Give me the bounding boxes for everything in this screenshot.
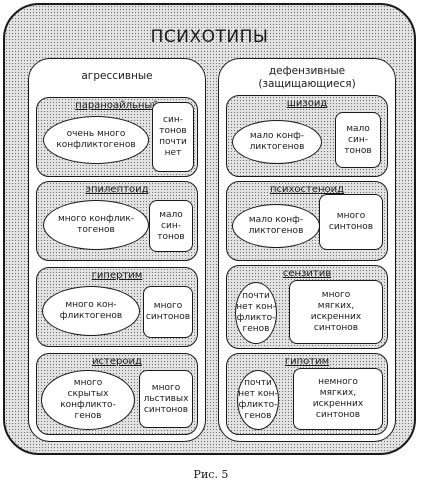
type-psychostenoid: психостеноид мало конф- ликтогенов много… (226, 181, 388, 261)
syntons-box: много синтонов (143, 286, 193, 338)
type-name: гипотим (284, 356, 330, 367)
group-title: агрессивные (81, 70, 153, 82)
type-paranoial: параноайльный очень много конфликтогенов… (36, 97, 198, 177)
type-hysteroid: истероид много скрытых конфликто- генов … (36, 353, 198, 435)
syntons-box: немного мягких, искренних синтонов (293, 368, 383, 430)
type-name: истероид (92, 356, 142, 367)
type-epileptoid: эпилептоид много конфлик- тогенов мало с… (36, 181, 198, 261)
group-aggressive: агрессивные параноайльный очень много ко… (28, 58, 206, 442)
syntons-box: много синтонов (319, 194, 383, 250)
conflictogens-oval: много конфлик- тогенов (43, 200, 149, 250)
conflictogens-oval: много скрытых конфликто- генов (41, 370, 135, 430)
syntons-box: мало син- тонов (335, 112, 381, 168)
syntons-box: много льстивых синтонов (139, 370, 193, 428)
conflictogens-oval: много кон- фликтогенов (42, 286, 140, 336)
type-name: сензитив (282, 268, 332, 279)
syntons-box: мало син- тонов (149, 200, 193, 252)
type-schizoid: шизоид мало конф- ликтогенов мало син- т… (226, 95, 388, 177)
type-name: психостеноид (269, 184, 345, 195)
type-hypotim: гипотим почти нет кон- фликто- генов нем… (226, 353, 388, 435)
conflictogens-oval: почти нет кон- фликто- генов (235, 282, 277, 344)
figure-caption: Рис. 5 (193, 468, 229, 481)
type-sensitive: сензитив почти нет кон- фликто- генов мн… (226, 265, 388, 349)
diagram-title: ПСИХОТИПЫ (150, 27, 269, 47)
type-name: эпилептоид (85, 184, 149, 195)
type-name: параноайльный (75, 100, 159, 111)
conflictogens-oval: почти нет кон- фликто- генов (237, 370, 279, 430)
syntons-box: много мягких, искренних синтонов (289, 280, 383, 344)
group-title: дефензивные (защищающиеся) (258, 65, 356, 90)
conflictogens-oval: очень много конфликтогенов (43, 116, 149, 164)
group-defensive: дефензивные (защищающиеся) шизоид мало к… (218, 58, 396, 442)
type-hypertim: гипертим много кон- фликтогенов много си… (36, 267, 198, 347)
conflictogens-oval: мало конф- ликтогенов (232, 204, 320, 248)
type-name: гипертим (91, 270, 143, 281)
type-name: шизоид (286, 98, 328, 109)
conflictogens-oval: мало конф- ликтогенов (232, 120, 322, 164)
syntons-box: син- тонов почти нет (152, 102, 194, 172)
